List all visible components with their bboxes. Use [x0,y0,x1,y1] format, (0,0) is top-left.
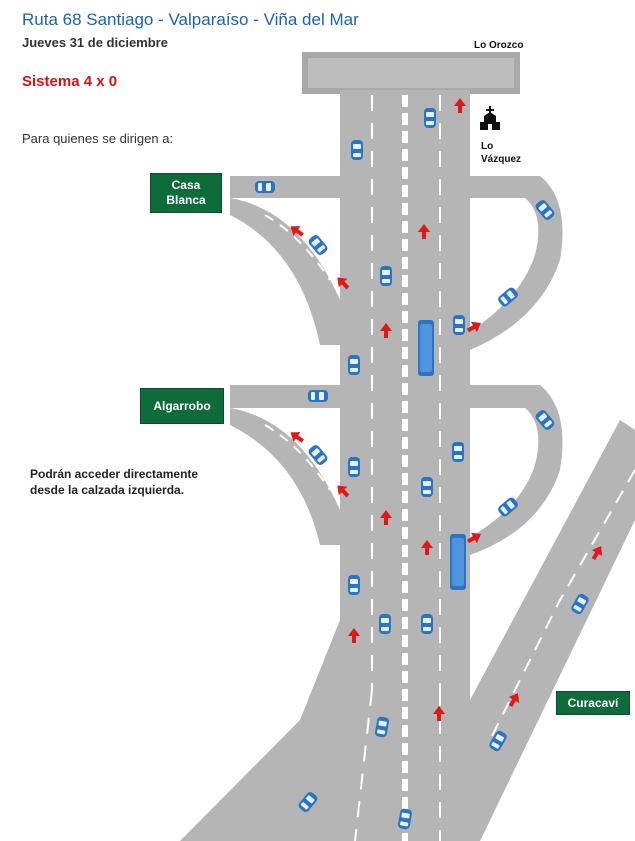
access-note: Podrán acceder directamente desde la cal… [30,466,198,498]
car-icon [348,575,360,595]
church-icon [480,106,500,130]
label-lo-vazquez: Lo Vázquez [481,140,521,166]
car-icon [348,457,360,477]
sign-casablanca: Casa Blanca [150,173,222,213]
sign-casablanca-line1: Casa [171,178,201,192]
sign-casablanca-line2: Blanca [166,193,206,207]
algarrobo-ramp [230,385,563,555]
casablanca-ramp [230,176,563,350]
car-icon [379,614,391,634]
car-icon [421,477,433,497]
sign-curacavi: Curacaví [556,691,630,715]
intro-text: Para quienes se dirigen a: [22,131,174,146]
car-icon [351,140,363,160]
access-note-line1: Podrán acceder directamente [30,467,199,481]
car-icon [424,108,436,128]
system-label: Sistema 4 x 0 [22,73,118,90]
car-icon [308,390,328,402]
car-icon [452,442,464,462]
car-icon [421,614,433,634]
sign-algarrobo: Algarrobo [140,388,224,424]
bus-icon [450,534,466,590]
car-icon [255,181,275,193]
main-highway [180,90,470,841]
bus-icon [418,320,434,376]
car-icon [348,355,360,375]
car-icon [453,315,465,335]
car-icon [380,266,392,286]
page-title: Ruta 68 Santiago - Valparaíso - Viña del… [22,10,359,29]
curacavi-road [430,420,635,841]
label-lo-vazquez-line1: Lo [481,141,494,152]
access-note-line2: desde la calzada izquierda. [30,483,185,497]
label-lo-orozco: Lo Orozco [474,40,524,51]
label-lo-vazquez-line2: Vázquez [481,154,522,165]
date-label: Jueves 31 de diciembre [22,35,168,50]
